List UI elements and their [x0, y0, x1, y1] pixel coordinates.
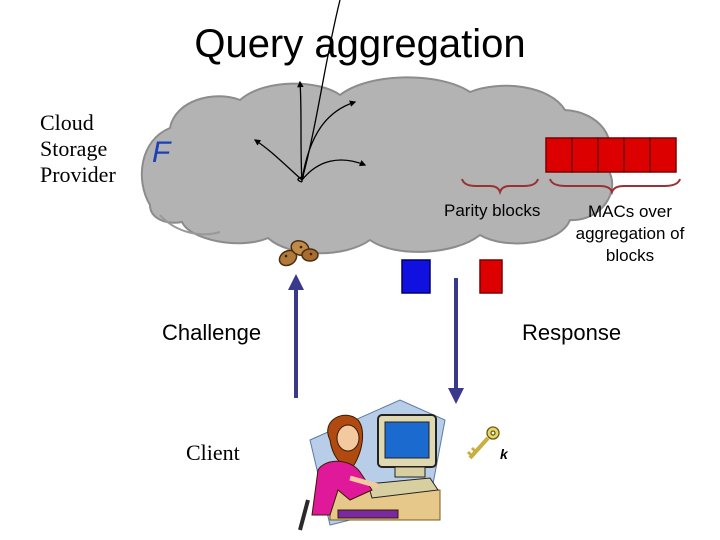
brace-parity — [461, 178, 539, 196]
macs-line: blocks — [605, 246, 655, 265]
macs-line: MACs over — [587, 202, 673, 221]
mac-block — [649, 137, 677, 173]
key-icon — [466, 426, 500, 460]
mac-block — [623, 137, 651, 173]
file-label: F — [152, 136, 171, 169]
response-label: Response — [522, 320, 622, 345]
cloud-icon — [140, 76, 614, 255]
provider-line: Storage — [40, 136, 108, 161]
cloud-provider-label: Cloud Storage Provider — [40, 110, 116, 188]
key-label: k — [500, 446, 508, 462]
macs-line: aggregation of — [575, 224, 685, 243]
parity-blocks-label: Parity blocks — [444, 201, 541, 220]
response-block — [479, 259, 503, 294]
mac-blocks — [545, 137, 677, 173]
client-label: Client — [186, 440, 240, 465]
mac-block — [597, 137, 625, 173]
woman-at-computer-icon — [298, 399, 446, 531]
parity-block — [401, 259, 431, 294]
mac-block — [545, 137, 573, 173]
provider-line: Cloud — [40, 110, 94, 135]
mac-block — [571, 137, 599, 173]
challenge-label: Challenge — [162, 320, 262, 345]
slide-title: Query aggregation — [194, 22, 526, 66]
brace-macs — [549, 178, 681, 196]
query-lines — [253, 0, 367, 183]
macs-label: MACs over aggregation of blocks — [560, 201, 700, 267]
cookies-icon — [278, 239, 319, 267]
provider-line: Provider — [40, 162, 116, 187]
